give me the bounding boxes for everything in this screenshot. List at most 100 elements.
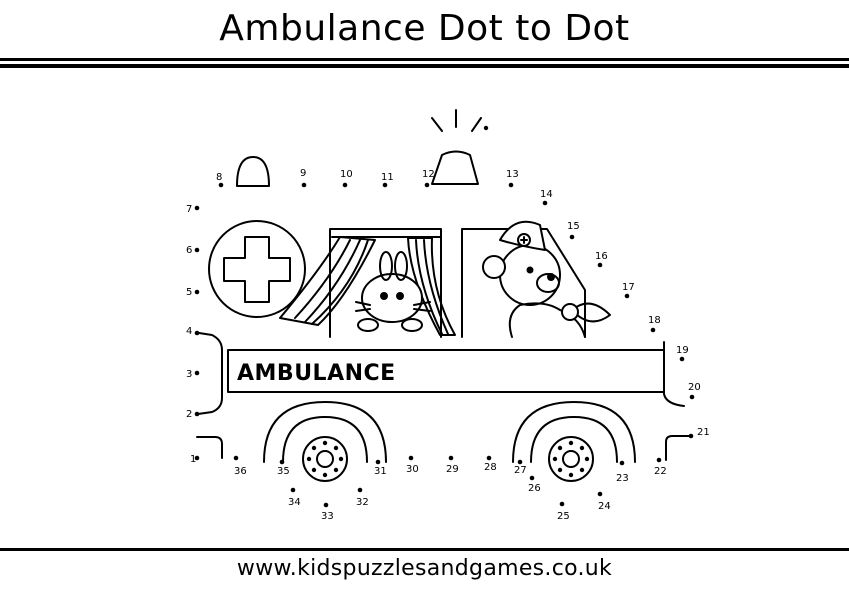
dot-6 xyxy=(194,247,200,253)
dot-13 xyxy=(508,182,514,188)
dot-label-33: 33 xyxy=(321,511,334,522)
dot-2 xyxy=(194,411,200,417)
cross-shape xyxy=(223,236,291,303)
dot-22 xyxy=(656,457,662,463)
dot-label-19: 19 xyxy=(676,345,689,356)
siren-icon xyxy=(431,150,479,185)
front-wheel-arch xyxy=(512,401,636,463)
dot-label-35: 35 xyxy=(277,466,290,477)
dot-label-30: 30 xyxy=(406,464,419,475)
rear-wheel-arch-inner xyxy=(282,416,368,463)
dot-18 xyxy=(650,327,656,333)
siren-ray xyxy=(431,117,443,132)
dot-label-4: 4 xyxy=(186,326,192,337)
dot-8 xyxy=(218,182,224,188)
curtain-left xyxy=(279,236,376,326)
dot-label-5: 5 xyxy=(186,287,192,298)
rear-window xyxy=(461,228,586,338)
dot-label-25: 25 xyxy=(557,511,570,522)
dot-33 xyxy=(323,502,329,508)
banner-label: AMBULANCE xyxy=(237,361,396,386)
bunny-eye xyxy=(396,292,404,300)
siren-ray xyxy=(471,117,482,132)
top-divider xyxy=(0,58,849,61)
dot-35 xyxy=(279,459,285,465)
dot-21 xyxy=(688,433,694,439)
bear-muzzle xyxy=(536,273,560,293)
dot-label-11: 11 xyxy=(381,172,394,183)
bunny-head xyxy=(361,273,423,323)
dot-label-1: 1 xyxy=(190,454,196,465)
dot-4 xyxy=(194,330,200,336)
dot-label-13: 13 xyxy=(506,169,519,180)
window-frame xyxy=(329,228,442,338)
dot-31 xyxy=(375,459,381,465)
dot-1 xyxy=(194,455,200,461)
dot-label-3: 3 xyxy=(186,369,192,380)
bear-eye xyxy=(526,266,534,274)
rear-wheel-arch xyxy=(263,401,387,463)
bunny-whiskers xyxy=(355,301,431,312)
dot-label-17: 17 xyxy=(622,282,635,293)
bumper-rear xyxy=(196,436,223,459)
dot-12 xyxy=(424,182,430,188)
dot-32 xyxy=(357,487,363,493)
dot-label-36: 36 xyxy=(234,466,247,477)
dot-3 xyxy=(194,370,200,376)
dot-label-8: 8 xyxy=(216,172,222,183)
bunny-ear xyxy=(394,251,408,281)
footer-url: www.kidspuzzlesandgames.co.uk xyxy=(236,556,613,581)
dot-29 xyxy=(448,455,454,461)
dot-14 xyxy=(542,200,548,206)
bottom-divider xyxy=(0,548,849,551)
dot-label-10: 10 xyxy=(340,169,353,180)
dot-34 xyxy=(290,487,296,493)
dot-label-15: 15 xyxy=(567,221,580,232)
bear-nose xyxy=(547,273,555,281)
dot-20 xyxy=(689,394,695,400)
body-outline-left xyxy=(197,332,223,415)
dot-label-31: 31 xyxy=(374,466,387,477)
dot-label-26: 26 xyxy=(528,483,541,494)
dot-label-29: 29 xyxy=(446,464,459,475)
bumper-front xyxy=(665,435,692,461)
curtain-right xyxy=(407,237,456,336)
bunny-paw xyxy=(401,318,423,332)
dot-24 xyxy=(597,491,603,497)
dot-15 xyxy=(569,234,575,240)
bear-paw xyxy=(561,303,579,321)
dot-label-32: 32 xyxy=(356,497,369,508)
dot-28 xyxy=(486,455,492,461)
siren-ray-dot xyxy=(483,125,489,131)
dot-label-28: 28 xyxy=(484,462,497,473)
page-title: Ambulance Dot to Dot xyxy=(219,8,630,49)
curtain-fold xyxy=(294,239,369,325)
bear-ear xyxy=(482,255,506,279)
dot-23 xyxy=(619,460,625,466)
dot-9 xyxy=(301,182,307,188)
dot-26 xyxy=(529,475,535,481)
dot-label-2: 2 xyxy=(186,409,192,420)
dot-label-6: 6 xyxy=(186,245,192,256)
dot-10 xyxy=(342,182,348,188)
hat-cross xyxy=(520,236,528,244)
dot-label-20: 20 xyxy=(688,382,701,393)
dot-label-27: 27 xyxy=(514,465,527,476)
dot-5 xyxy=(194,289,200,295)
dot-label-9: 9 xyxy=(300,168,306,179)
bunny-eye xyxy=(380,292,388,300)
bunny-paw xyxy=(357,318,379,332)
dot-16 xyxy=(597,262,603,268)
dot-36 xyxy=(233,455,239,461)
dot-label-34: 34 xyxy=(288,497,301,508)
dot-label-22: 22 xyxy=(654,466,667,477)
front-wheel xyxy=(548,436,594,482)
rear-hub xyxy=(316,450,334,468)
hat-cross-icon xyxy=(517,233,531,247)
front-hub xyxy=(562,450,580,468)
body-outline-right xyxy=(663,341,685,407)
bunny-ear xyxy=(379,251,393,281)
dot-27 xyxy=(517,459,523,465)
